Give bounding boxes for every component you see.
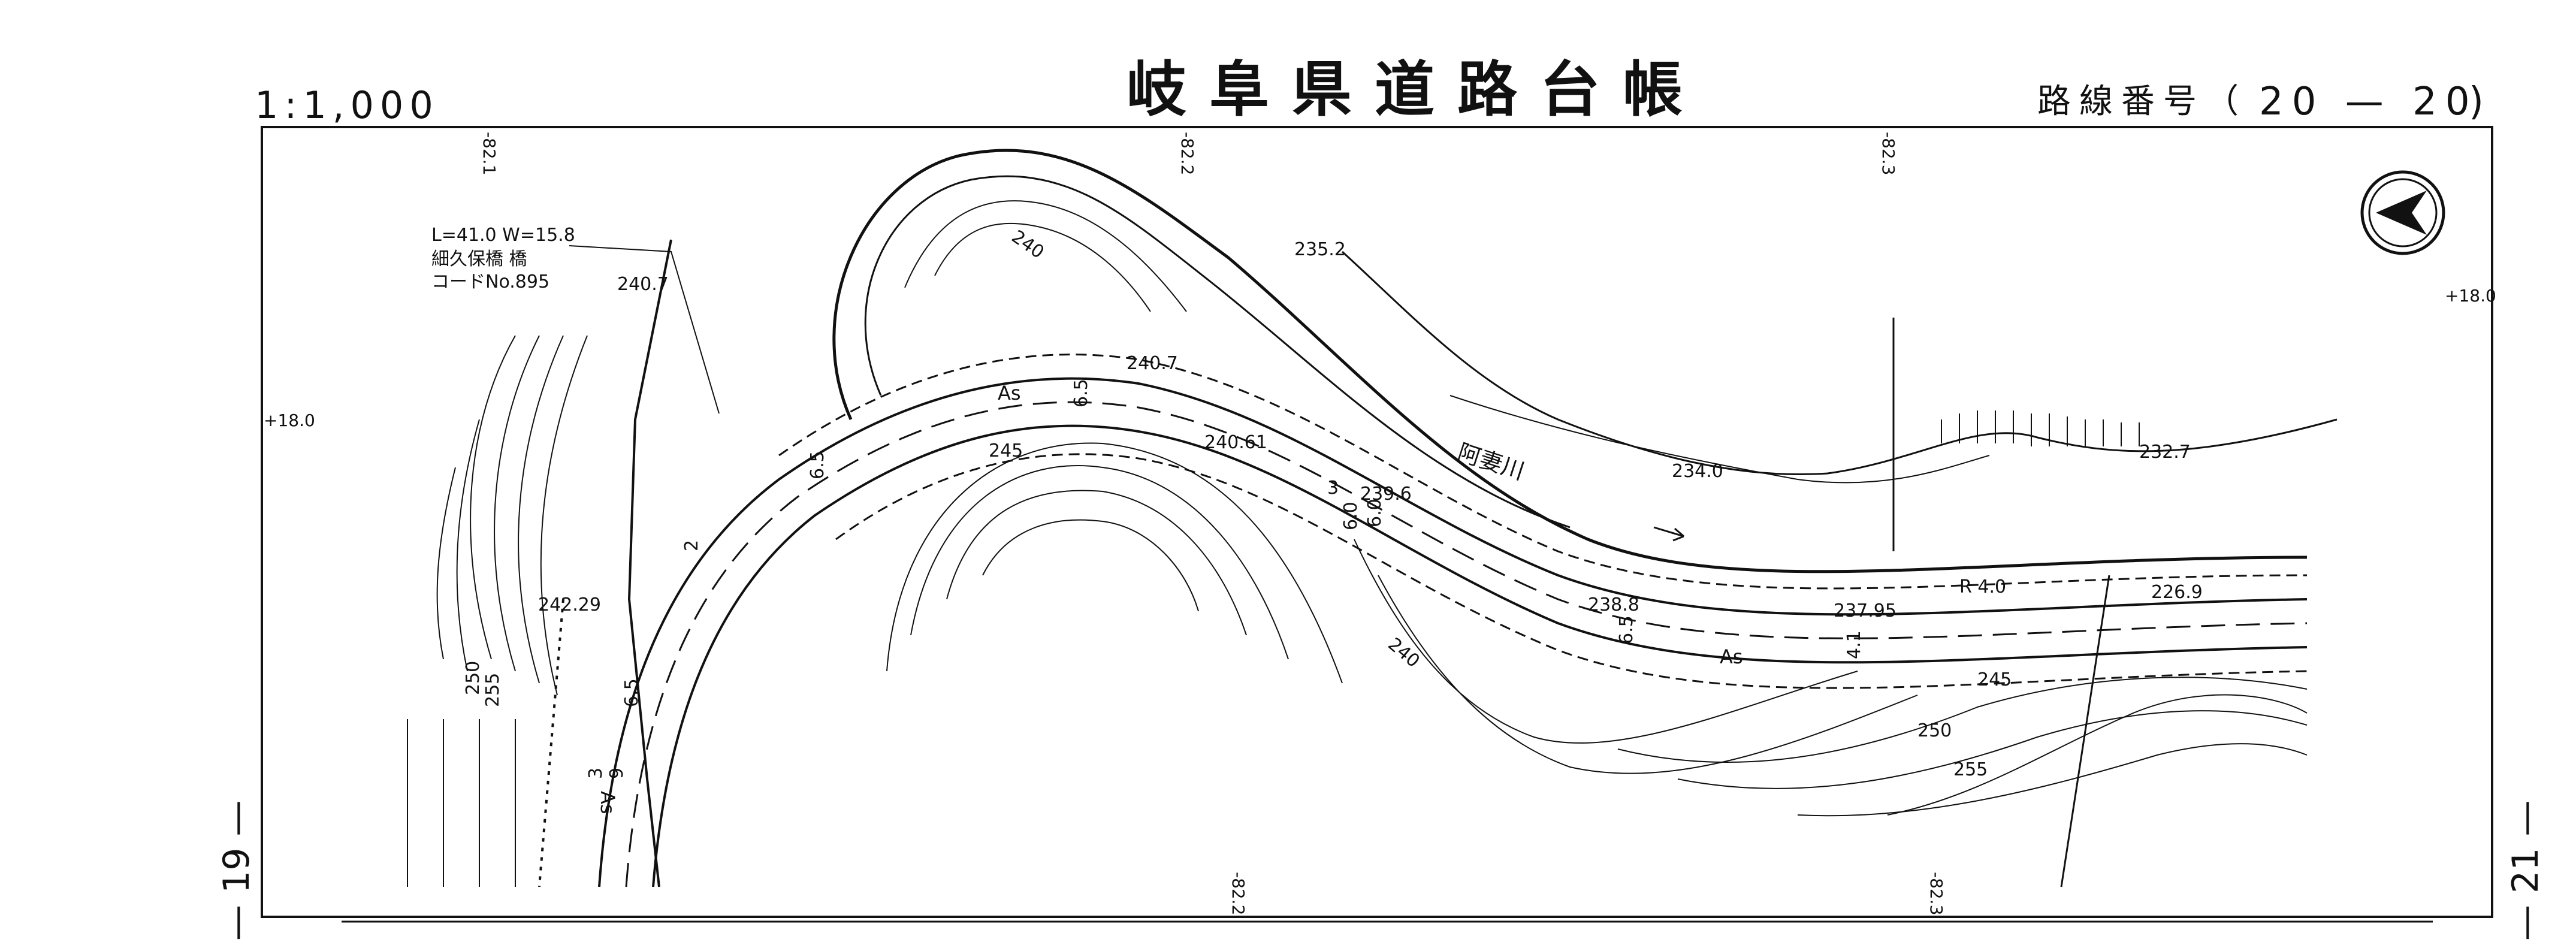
grid-label-top-2: -82.2: [1177, 132, 1197, 176]
north-arrow-icon: [2360, 170, 2445, 255]
spot-height: 238.8: [1588, 594, 1639, 615]
width-label: 6.0: [1340, 502, 1361, 530]
width-label: 4.1: [1844, 630, 1865, 659]
river-bank-inner: [1341, 250, 2338, 476]
width-label: 2: [681, 539, 702, 551]
route-mark-label: R 4.0: [1959, 576, 2007, 597]
spot-height: 240.61: [1204, 432, 1267, 453]
river-bank-outer: [832, 149, 2308, 573]
spot-height: 232.7: [2139, 442, 2191, 463]
adjacent-sheet-left: — 19 —: [216, 800, 258, 941]
spot-height: 235.2: [1294, 239, 1346, 260]
grid-label-bottom-2: -82.3: [1926, 872, 1946, 916]
spot-height: 226.9: [2151, 582, 2203, 603]
grid-label-right: +18.0: [2445, 286, 2496, 306]
road-surface-label: As: [596, 791, 619, 814]
contour-label: 250: [463, 660, 484, 695]
spot-height: 237.95: [1834, 600, 1896, 621]
grid-label-top-1: -82.1: [479, 132, 499, 176]
bridge-name: 細久保橋 橋: [431, 249, 527, 270]
contour-label: 245: [1977, 669, 2012, 690]
width-label: 9: [606, 767, 627, 779]
bridge-dimensions: L=41.0 W=15.8: [431, 225, 575, 246]
width-label: 3: [1327, 478, 1339, 499]
route-number-label: 路線番号（: [2037, 82, 2247, 121]
map-scale: 1:1,000: [255, 83, 439, 127]
spot-height: 240.7: [617, 274, 669, 295]
road-surface-label: As: [998, 382, 1021, 404]
width-label: 6.0: [1364, 499, 1385, 527]
width-label: 3: [585, 767, 606, 779]
road-edge-north: [598, 377, 2308, 887]
bridge-code: コードNo.895: [431, 271, 550, 292]
grid-label-top-3: -82.3: [1879, 132, 1898, 176]
route-number: 20 — 20: [2259, 80, 2478, 124]
width-label: 6.5: [1616, 615, 1637, 644]
spot-height: 239.6: [1360, 484, 1412, 505]
width-label: 6.5: [621, 678, 642, 707]
road-surface-label: As: [1720, 645, 1743, 668]
road-centerline: [625, 401, 2308, 887]
route-number-close: ): [2469, 80, 2484, 124]
contour-label: 255: [1953, 759, 1988, 780]
spot-height: 234.0: [1672, 461, 1723, 482]
contour-label: 255: [482, 672, 503, 707]
contour-label: 250: [1917, 720, 1952, 741]
width-label: 6.5: [1071, 379, 1092, 407]
contour-label: 245: [989, 440, 1023, 461]
spot-height: 242.29: [538, 594, 601, 615]
grid-label-bottom-1: -82.2: [1228, 872, 1248, 916]
map-frame: [261, 126, 2493, 918]
adjacent-sheet-right: — 21 —: [2505, 800, 2547, 941]
sheet-title: 岐阜県道路台帳: [1127, 55, 1705, 125]
width-label: 6.5: [807, 451, 828, 479]
spot-height: 240.7: [1127, 353, 1178, 374]
road-edge-south: [652, 424, 2308, 887]
grid-label-left: +18.0: [264, 410, 315, 430]
